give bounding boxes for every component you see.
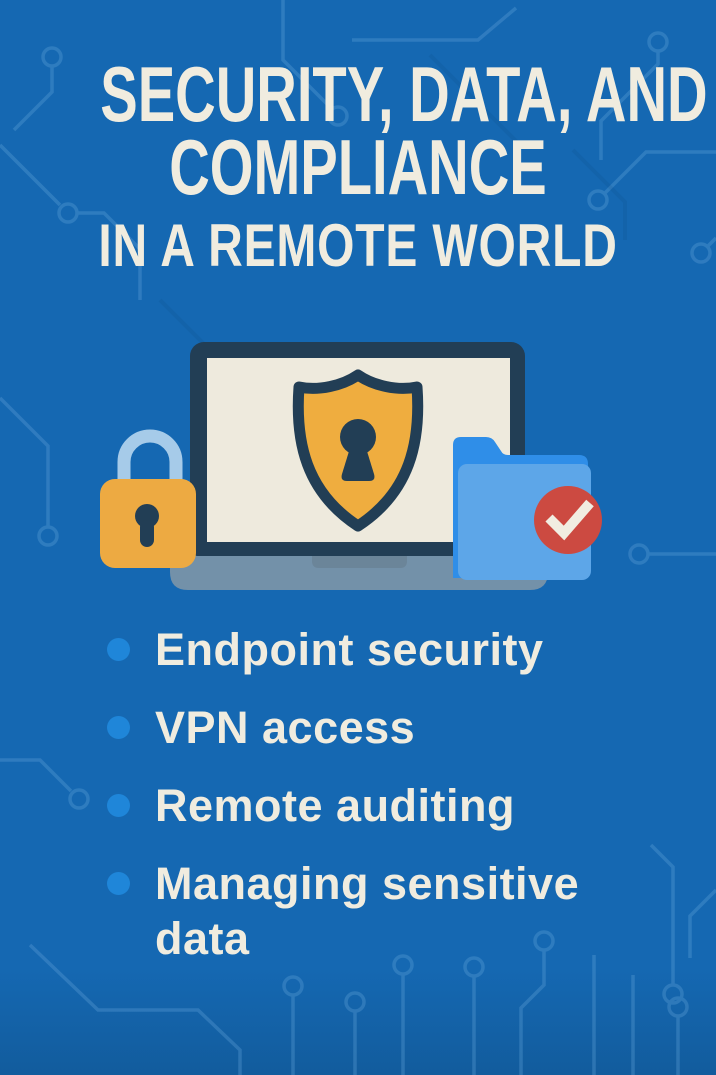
bullet-label: VPN access: [155, 702, 416, 753]
title-line-2: COMPLIANCE: [169, 123, 547, 211]
check-badge-icon: [534, 486, 602, 554]
padlock-icon: [100, 429, 196, 568]
bullet-dot-icon: [107, 716, 130, 739]
title-line-1: SECURITY, DATA, AND: [100, 50, 708, 138]
bullet-label: Managing sensitive data: [155, 858, 580, 964]
list-item: VPN access: [107, 700, 615, 755]
title-line-3: IN A REMOTE WORLD: [98, 212, 618, 279]
bullet-label: Remote auditing: [155, 780, 516, 831]
list-item: Endpoint security: [107, 622, 615, 677]
bullet-dot-icon: [107, 872, 130, 895]
security-illustration: [100, 342, 602, 590]
bullet-label: Endpoint security: [155, 624, 544, 675]
bullet-dot-icon: [107, 638, 130, 661]
bullet-list: Endpoint security VPN access Remote audi…: [107, 622, 615, 989]
list-item: Managing sensitive data: [107, 856, 615, 966]
shield-keyhole-icon: [292, 369, 424, 532]
list-item: Remote auditing: [107, 778, 615, 833]
poster-title: SECURITY, DATA, AND COMPLIANCE IN A REMO…: [0, 50, 716, 279]
bullet-dot-icon: [107, 794, 130, 817]
